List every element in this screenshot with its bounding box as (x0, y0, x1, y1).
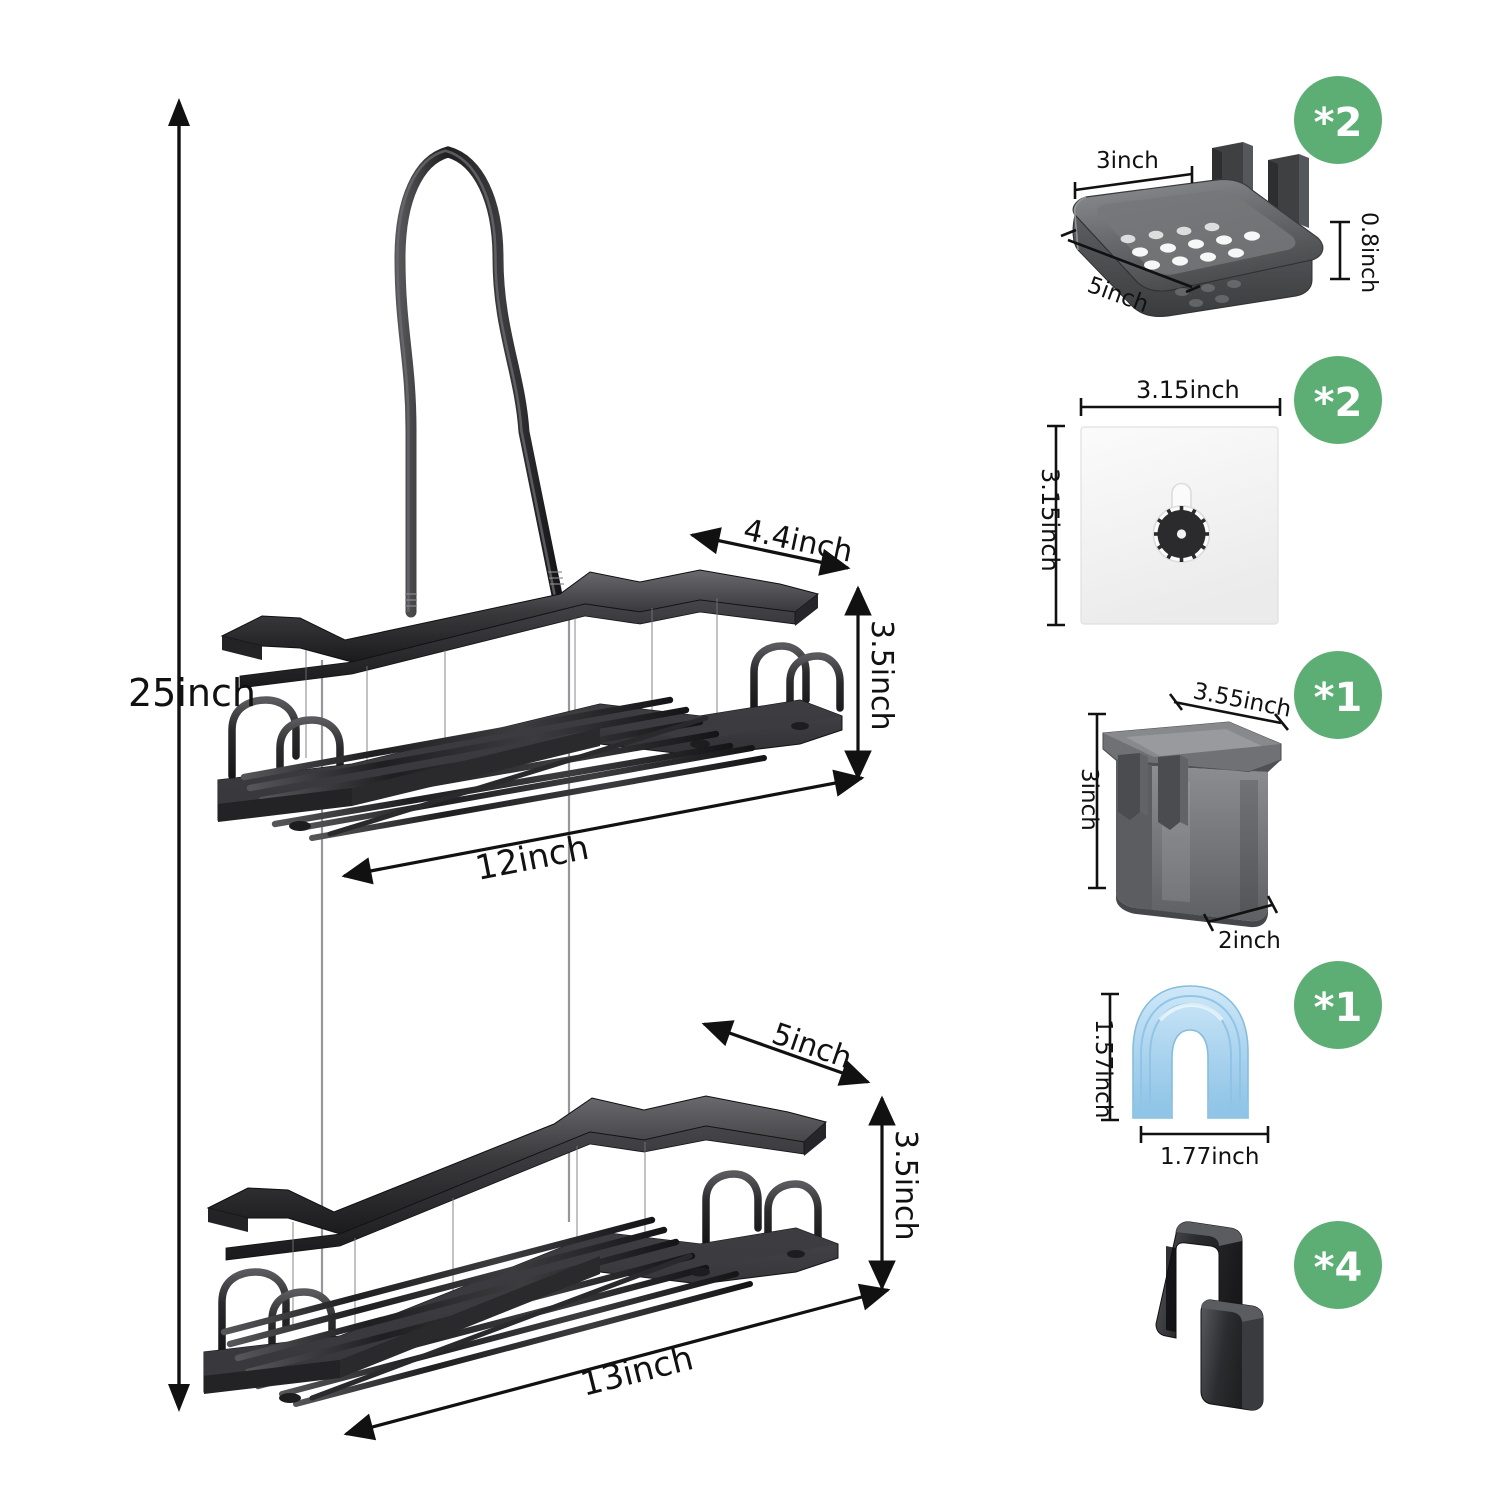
arch-clip-body (1132, 985, 1249, 1119)
dim-label-overall-height: 25inch (128, 671, 256, 715)
hanger-loop (394, 146, 564, 618)
badge-adhesive-sticker[interactable]: *2 (1294, 356, 1382, 444)
dim-overall-height: 25inch (128, 98, 256, 1412)
dim-label-sticker-width: 3.15inch (1136, 376, 1240, 404)
badge-arch-clip[interactable]: *1 (1294, 961, 1382, 1049)
dim-top-shelf-height: 3.5inch (844, 585, 899, 781)
sticker-knurled-disc (1154, 506, 1209, 562)
dim-label-top-shelf-height: 3.5inch (864, 620, 899, 731)
badge-soap-dish[interactable]: *2 (1294, 76, 1382, 164)
dim-label-arch-width: 1.77inch (1160, 1144, 1259, 1170)
badge-label-storage-cup: *1 (1314, 675, 1363, 721)
dim-label-sticker-height: 3.15inch (1036, 468, 1064, 572)
sticker-dimension-lines: 3.15inch 3.15inch (1036, 376, 1282, 627)
badge-label-adhesive-sticker: *2 (1314, 380, 1363, 426)
dim-label-cup-depth: 2inch (1218, 928, 1281, 954)
badge-label-arch-clip: *1 (1314, 985, 1363, 1031)
badge-hanging-hook[interactable]: *4 (1294, 1221, 1382, 1309)
dim-label-cup-height: 3inch (1076, 768, 1102, 831)
badge-label-soap-dish: *2 (1314, 100, 1363, 146)
badge-label-hanging-hook: *4 (1314, 1245, 1363, 1291)
dim-bottom-shelf-height: 3.5inch (868, 1095, 923, 1291)
soap-dish-tray (1072, 178, 1324, 317)
badge-storage-cup[interactable]: *1 (1294, 651, 1382, 739)
dim-label-bottom-shelf-height: 3.5inch (888, 1130, 923, 1241)
dim-label-soap-dish-width: 3inch (1096, 148, 1159, 174)
hook-body (1155, 1221, 1264, 1411)
cup-body (1102, 721, 1282, 928)
dim-label-arch-height: 1.57inch (1090, 1019, 1116, 1118)
sticker-body (1080, 426, 1279, 625)
arch-clip-dimension-lines: 1.57inch 1.77inch (1090, 992, 1270, 1170)
dim-label-soap-dish-height: 0.8inch (1356, 212, 1381, 293)
